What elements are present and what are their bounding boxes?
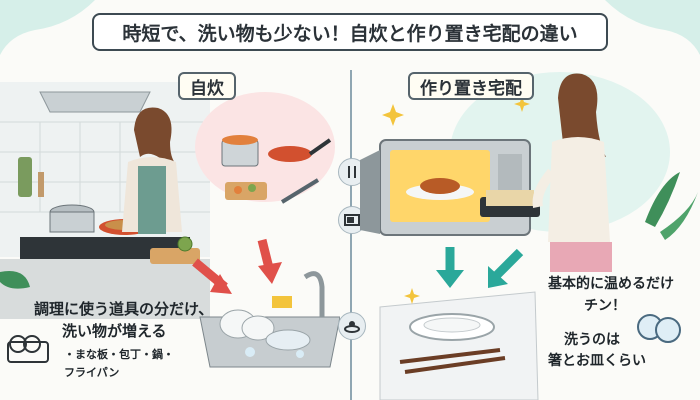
self-cooking-caption: 調理に使う道具の分だけ、 (34, 300, 214, 318)
dish-icon (338, 312, 366, 340)
meal-delivery-tag: 作り置き宅配 (408, 72, 534, 100)
corner-decoration-right (605, 0, 700, 55)
meal-delivery-caption-2: チン！ (584, 298, 626, 314)
self-cooking-tag: 自炊 (178, 72, 236, 100)
page-title: 時短で、洗い物も少ない！自炊と作り置き宅配の違い (92, 13, 608, 51)
meal-delivery-wash-caption-2: 箸とお皿くらい (548, 353, 646, 369)
self-cooking-detail: ・まな板・包丁・鍋・ (64, 348, 174, 361)
self-cooking-illustration (0, 82, 340, 368)
center-divider (350, 70, 352, 400)
self-cooking-caption-2: 洗い物が増える (62, 322, 167, 340)
self-cooking-detail-2: フライパン (64, 366, 120, 379)
corner-decoration-left (0, 0, 95, 55)
meal-delivery-caption: 基本的に温めるだけ (548, 276, 674, 292)
meal-delivery-illustration (360, 72, 698, 400)
meal-delivery-wash-caption: 洗うのは (564, 332, 620, 348)
